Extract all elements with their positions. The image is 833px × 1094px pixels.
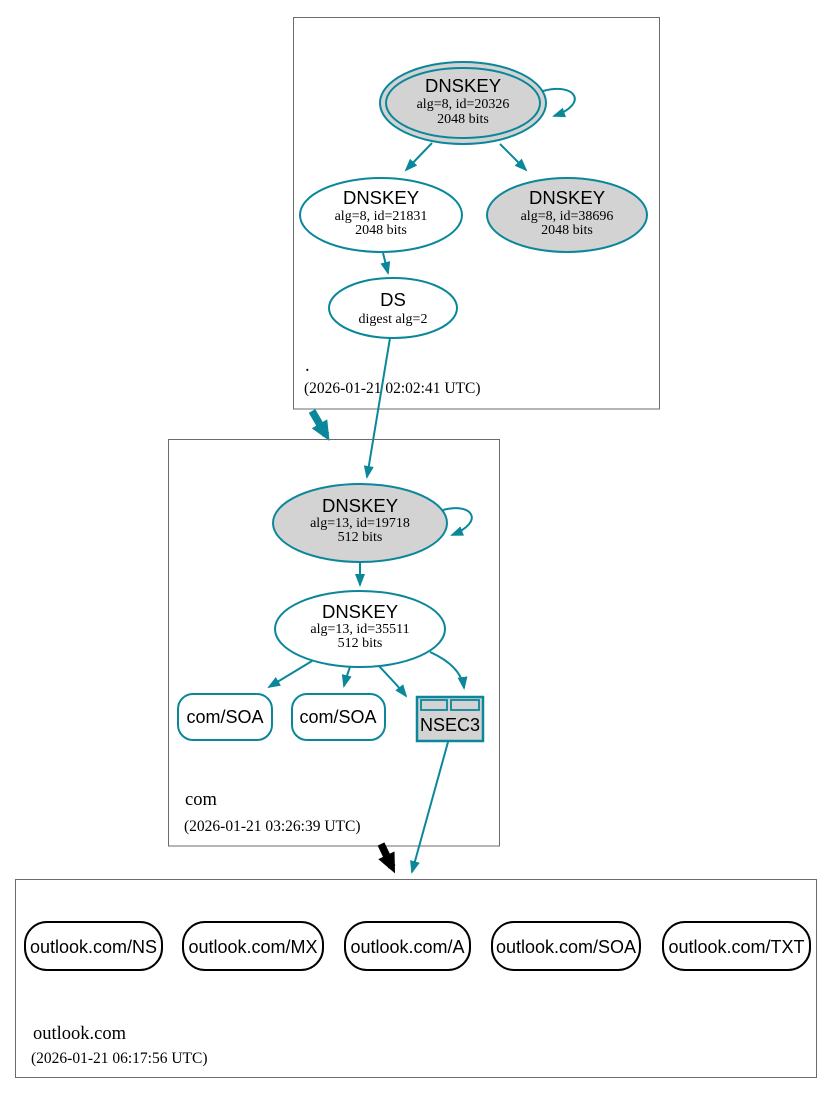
dnskey-root-38696-detail2: 2048 bits (541, 223, 593, 238)
rrset-com-soa-2-label: com/SOA (299, 707, 376, 727)
node-rrset-outlook-txt[interactable]: outlook.com/TXT (662, 921, 811, 971)
node-dnskey-com-zsk[interactable]: DNSKEY alg=13, id=35511 512 bits (274, 590, 446, 668)
node-rrset-outlook-soa[interactable]: outlook.com/SOA (491, 921, 641, 971)
zone-box-root (293, 17, 660, 410)
edge-com-delegation-to-outlook (377, 842, 396, 874)
ds-detail1: digest alg=2 (359, 312, 428, 327)
edge-ds-to-com-ksk (363, 337, 391, 479)
zone-label-outlook: outlook.com (33, 1024, 127, 1044)
zone-timestamp-root: (2026-01-21 02:02:41 UTC) (304, 380, 481, 397)
dnskey-com-ksk-ellipse (272, 483, 448, 563)
edge-com-zsk-to-soa1 (267, 660, 313, 689)
node-rrset-outlook-ns[interactable]: outlook.com/NS (24, 921, 163, 971)
rrset-outlook-a-box (344, 921, 471, 971)
dnskey-com-ksk-title: DNSKEY (322, 495, 398, 516)
zone-label-com: com (185, 790, 217, 810)
dnskey-com-zsk-title: DNSKEY (322, 601, 398, 622)
dnskey-com-ksk-detail1: alg=13, id=19718 (310, 516, 410, 531)
dnskey-root-zsk-ellipse (299, 177, 463, 253)
nsec3-cell-2 (450, 699, 480, 711)
edge-com-ksk-selfloop (442, 507, 473, 536)
node-nsec3-com[interactable]: NSEC3 (415, 695, 485, 743)
rrset-outlook-txt-label: outlook.com/TXT (668, 937, 804, 957)
dnskey-root-38696-detail1: alg=8, id=38696 (521, 209, 614, 224)
dnskey-root-ksk-title: DNSKEY (425, 75, 501, 96)
edge-root-delegation-to-com (308, 409, 330, 442)
rrset-com-soa-1-box (177, 693, 273, 741)
ds-ellipse (328, 277, 458, 339)
rrset-outlook-txt-box (662, 921, 811, 971)
dnskey-com-ksk-detail2: 512 bits (338, 530, 383, 545)
node-dnskey-root-ksk[interactable]: DNSKEY alg=8, id=20326 2048 bits (379, 61, 547, 145)
edge-com-zsk-to-nsec3-top (429, 651, 468, 690)
rrset-outlook-soa-label: outlook.com/SOA (496, 937, 636, 957)
node-rrset-com-soa-2[interactable]: com/SOA (291, 693, 386, 741)
dnskey-root-38696-title: DNSKEY (529, 187, 605, 208)
dnskey-root-ksk-detail2: 2048 bits (437, 112, 489, 127)
nsec3-label: NSEC3 (420, 715, 480, 735)
zone-com: com (2026-01-21 03:26:39 UTC) DNSKEY alg… (168, 439, 500, 847)
node-dnskey-com-ksk[interactable]: DNSKEY alg=13, id=19718 512 bits (272, 483, 448, 563)
node-dnskey-root-38696[interactable]: DNSKEY alg=8, id=38696 2048 bits (486, 177, 648, 253)
edge-nsec3-to-outlook (410, 741, 449, 874)
node-rrset-outlook-mx[interactable]: outlook.com/MX (182, 921, 324, 971)
dnskey-root-ksk-inner-ring (385, 67, 541, 139)
zone-timestamp-com: (2026-01-21 03:26:39 UTC) (184, 818, 361, 835)
zone-outlook: outlook.com (2026-01-21 06:17:56 UTC) ou… (15, 879, 817, 1078)
dnskey-root-zsk-detail2: 2048 bits (355, 223, 407, 238)
edge-root-ksk-selfloop (542, 87, 576, 118)
zone-root: . (2026-01-21 02:02:41 UTC) DNSKEY alg=8… (293, 17, 660, 410)
node-ds-com[interactable]: DS digest alg=2 (328, 277, 458, 339)
rrset-com-soa-2-box (291, 693, 386, 741)
dnskey-root-zsk-detail1: alg=8, id=21831 (335, 209, 428, 224)
zone-box-outlook (15, 879, 817, 1078)
rrset-outlook-ns-label: outlook.com/NS (30, 937, 157, 957)
edge-root-ksk-to-zsk (404, 142, 433, 172)
edge-root-ksk-to-dnskey3 (499, 143, 528, 172)
edge-com-zsk-to-soa2 (341, 666, 352, 688)
rrset-com-soa-1-label: com/SOA (186, 707, 263, 727)
rrset-outlook-mx-label: outlook.com/MX (188, 937, 317, 957)
zone-label-root: . (305, 356, 310, 376)
zone-box-com (168, 439, 500, 847)
rrset-outlook-a-label: outlook.com/A (350, 937, 464, 957)
node-rrset-outlook-a[interactable]: outlook.com/A (344, 921, 471, 971)
rrset-outlook-mx-box (182, 921, 324, 971)
edge-root-zsk-to-ds (380, 252, 391, 275)
dnskey-root-zsk-title: DNSKEY (343, 187, 419, 208)
nsec3-cell-1 (420, 699, 448, 711)
dnskey-com-zsk-detail1: alg=13, id=35511 (310, 622, 409, 637)
node-dnskey-root-zsk[interactable]: DNSKEY alg=8, id=21831 2048 bits (299, 177, 463, 253)
ds-title: DS (380, 289, 406, 310)
rrset-outlook-soa-box (491, 921, 641, 971)
dnskey-com-zsk-ellipse (274, 590, 446, 668)
rrset-outlook-ns-box (24, 921, 163, 971)
edge-com-zsk-to-nsec3-left (377, 664, 408, 698)
node-rrset-com-soa-1[interactable]: com/SOA (177, 693, 273, 741)
dnskey-root-ksk-detail1: alg=8, id=20326 (417, 97, 510, 112)
dnskey-com-zsk-detail2: 512 bits (338, 636, 383, 651)
dnskey-root-38696-ellipse (486, 177, 648, 253)
zone-timestamp-outlook: (2026-01-21 06:17:56 UTC) (31, 1050, 208, 1067)
